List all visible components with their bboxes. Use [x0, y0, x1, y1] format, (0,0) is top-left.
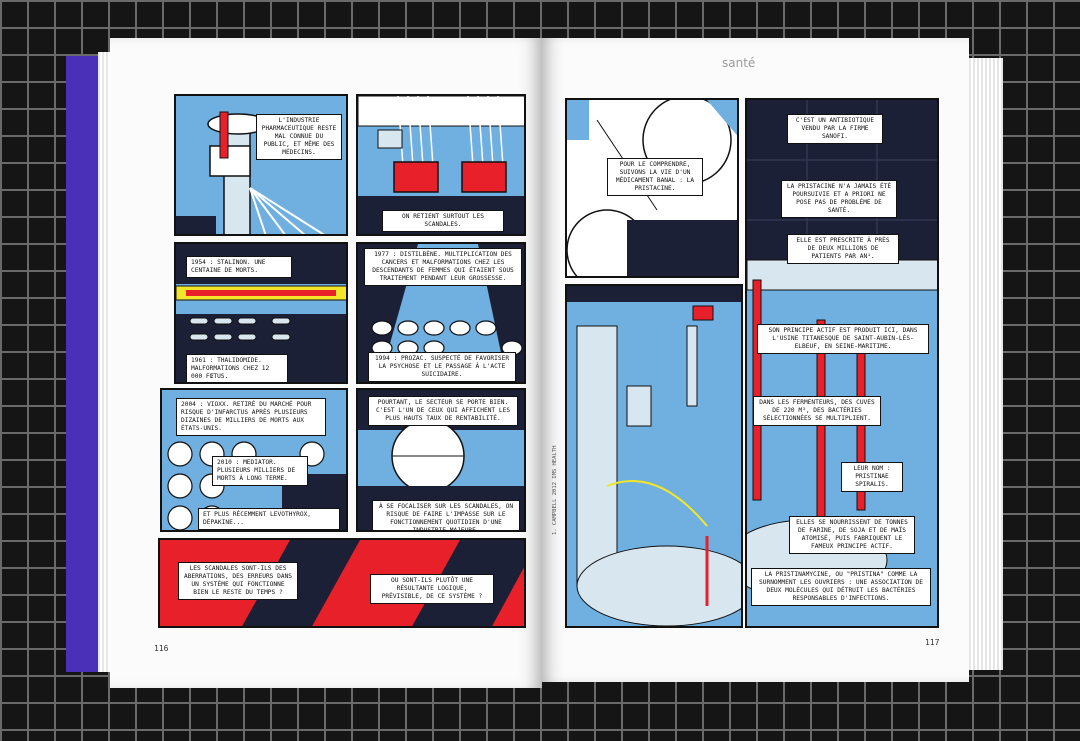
caption-1977: 1977 : Distilbène. Multiplication des ca… [364, 248, 522, 286]
caption-prescribed: Elle est prescrite à près de deux millio… [787, 234, 899, 264]
caption-focus: À se focaliser sur les scandales, on ris… [372, 500, 520, 530]
caption-fermenters: Dans les fermenteurs, des cuves de 220 m… [753, 396, 881, 426]
page-number-left: 116 [154, 644, 169, 653]
panel-factory-tower: L'industrie pharmaceutique reste mal con… [174, 94, 348, 236]
caption-logical-result: Ou sont-ils plutôt une résultante logiqu… [370, 574, 494, 604]
right-page: Pour le comprendre, suivons la vie d'un … [541, 38, 969, 682]
right-page-edges [965, 58, 1003, 670]
caption-no-problem: La pristacine n'a jamais été poursuivie … [781, 180, 897, 218]
footnote-credit: 1. CAMPBELL 2012 IMS HEALTH [552, 445, 558, 535]
caption-factory: Son principe actif est produit ici, dans… [757, 324, 929, 354]
caption-antibiotic: C'est un antibiotique vendu par la firme… [787, 114, 883, 144]
factory-tower-illustration [176, 96, 346, 234]
tanks-illustration [567, 286, 741, 626]
panel-pills-1954: 1954 : Stalinon. Une centaine de morts. … [174, 242, 348, 384]
panel-pills-1977: 1977 : Distilbène. Multiplication des ca… [356, 242, 526, 384]
caption-intro: L'industrie pharmaceutique reste mal con… [256, 114, 342, 160]
panel-question: Les scandales sont-ils des aberrations, … [158, 538, 526, 628]
caption-nourish: Elles se nourrissent de tonnes de farine… [789, 516, 915, 554]
caption-2010: 2010 : Mediator. Plusieurs milliers de m… [212, 456, 308, 486]
panel-factory-interior: C'est un antibiotique vendu par la firme… [745, 98, 939, 628]
panel-pipes: Pour le comprendre, suivons la vie d'un … [565, 98, 739, 278]
page-number-right: 117 [925, 638, 940, 647]
caption-1954: 1954 : Stalinon. Une centaine de morts. [186, 256, 292, 278]
panel-tanks [565, 284, 743, 628]
caption-levothyrox: Et plus récemment Levothyrox, Dépakine..… [198, 508, 340, 530]
caption-pristinamycine: La pristinamycine, ou "pristina" comme l… [751, 568, 931, 606]
panel-red-cylinders: On retient surtout les scandales. [356, 94, 526, 236]
caption-bacteria-name: Leur nom : Pristinae spiralis. [841, 462, 903, 492]
panel-vioxx-mediator: 2004 : Vioxx. Retiré du marché pour risq… [160, 388, 348, 532]
left-page: L'industrie pharmaceutique reste mal con… [110, 38, 542, 688]
caption-aberrations: Les scandales sont-ils des aberrations, … [178, 562, 298, 600]
caption-1994: 1994 : Prozac. Suspecté de favoriser la … [368, 352, 516, 382]
caption-scandals: On retient surtout les scandales. [382, 210, 504, 232]
caption-profitability: Pourtant, le secteur se porte bien. C'es… [368, 396, 518, 426]
caption-1961: 1961 : Thalidomide. Malformations chez 1… [186, 354, 288, 382]
panel-profitability: Pourtant, le secteur se porte bien. C'es… [356, 388, 526, 532]
caption-understand: Pour le comprendre, suivons la vie d'un … [607, 158, 703, 196]
caption-2004: 2004 : Vioxx. Retiré du marché pour risq… [176, 398, 326, 436]
section-title: santé [722, 56, 756, 70]
